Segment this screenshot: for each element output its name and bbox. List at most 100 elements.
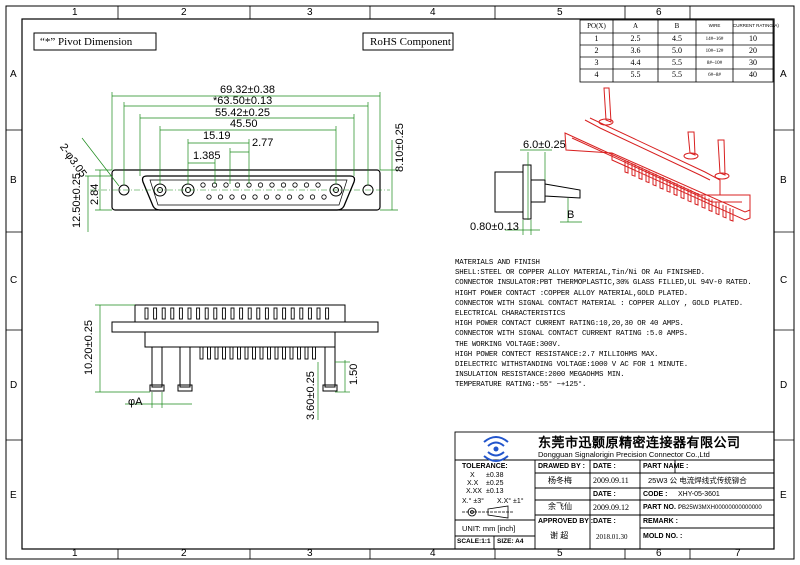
signal-pin-hole — [240, 194, 247, 200]
signal-pin — [312, 346, 316, 360]
date-label-1: DATE : — [593, 463, 616, 470]
signal-pin-hole — [292, 182, 298, 188]
col-label-2: 2 — [181, 7, 187, 18]
signal-pin-hole — [234, 182, 241, 188]
date-label-2: DATE : — [593, 491, 616, 498]
pivot-dimension-label: “*” Pivot Dimension — [40, 36, 133, 48]
row-label-e: E — [10, 490, 17, 501]
dim-shell-width: 55.42±0.25 — [215, 107, 270, 119]
note-line: TEMPERATURE RATING:-55° ~+125°. — [455, 381, 587, 390]
col-label-2-bottom: 2 — [181, 548, 187, 559]
iso-signal-pin — [659, 176, 664, 190]
table-cell: 4.4 — [630, 58, 641, 67]
iso-signal-pin — [624, 160, 629, 174]
signal-pin-hole — [309, 194, 316, 200]
bottom-slot — [170, 307, 175, 320]
signal-pin — [237, 346, 241, 360]
col-label-6: 6 — [656, 7, 662, 18]
company-name-en: Dongguan Signalorigin Precision Connecto… — [538, 450, 710, 459]
tol-angle1: X.° ±3° — [462, 498, 484, 505]
tol-xxx-val: ±0.13 — [486, 488, 504, 495]
dim-contact-span: 45.50 — [230, 118, 258, 130]
bottom-slot — [282, 307, 287, 320]
table-cell: 5.5 — [630, 70, 641, 79]
iso-signal-pin — [638, 166, 643, 181]
table-cell: 5.0 — [672, 46, 682, 55]
note-line: MATERIALS AND FINISH — [455, 259, 540, 267]
tol-x-val: ±0.38 — [486, 472, 504, 479]
dim-pin-gap: 1.50 — [348, 363, 360, 385]
bottom-slot — [230, 307, 235, 320]
table-header-a: A — [632, 22, 639, 30]
iso-signal-pin — [715, 201, 720, 216]
signal-pin-hole — [223, 182, 229, 188]
table-cell: 30 — [749, 58, 757, 67]
outer-border — [5, 5, 795, 560]
dim-side-thickness: 0.80±0.13 — [470, 221, 519, 233]
table-header-wire: WIRE — [708, 23, 721, 28]
front-view — [90, 169, 390, 211]
signal-pin-hole — [280, 182, 287, 188]
bottom-view — [95, 304, 379, 420]
size-label: SIZE: A4 — [497, 538, 524, 545]
table-cell: 5.5 — [672, 58, 682, 67]
scale-label: SCALE:1:1 — [457, 538, 491, 545]
bottom-slot — [153, 307, 158, 320]
rohs-box — [362, 32, 454, 51]
row-label-a-right: A — [780, 69, 787, 80]
unit-label: UNIT: mm [inch] — [462, 524, 516, 533]
signal-pin-hole — [275, 194, 281, 200]
signal-pin — [304, 346, 309, 360]
table-cell: 3.6 — [630, 46, 641, 55]
table-cell: 2 — [594, 46, 599, 55]
iso-signal-pin — [666, 179, 671, 193]
table-cell: 10#~12# — [705, 49, 724, 54]
signal-pin-hole — [315, 182, 321, 188]
table-cell: 20 — [749, 46, 757, 55]
dim-hole-offset: 2.84 — [89, 183, 101, 205]
bottom-slot — [213, 307, 218, 320]
signal-pin — [259, 346, 264, 360]
signal-pin-hole — [257, 182, 264, 188]
company-logo — [483, 436, 509, 462]
pivot-box — [33, 32, 157, 51]
col-label-4-bottom: 4 — [430, 548, 436, 559]
iso-signal-pin — [708, 198, 713, 213]
table-cell: 4.5 — [672, 34, 682, 43]
table-cell: 3 — [594, 58, 599, 67]
approved-by-label: APPROVED BY : — [538, 518, 594, 525]
signal-pin — [214, 346, 219, 360]
bottom-slot — [247, 307, 252, 320]
signal-pin-hole — [206, 194, 212, 200]
col-label-1: 1 — [72, 7, 78, 18]
table-cell: 5.5 — [672, 70, 682, 79]
note-line: HIGH POWER CONTACT CURRENT RATING:10,20,… — [455, 320, 684, 329]
row-label-d: D — [10, 380, 18, 391]
bottom-slot — [239, 307, 244, 320]
note-line: DIELECTRIC WITHSTANDING VOLTAGE:1000 V A… — [455, 361, 688, 370]
col-label-5: 5 — [557, 7, 563, 18]
table-cell: 14#~16# — [705, 37, 724, 42]
approved-by-name: 谢 超 — [550, 531, 569, 540]
remark-label: REMARK : — [643, 518, 678, 525]
table-cell: 40 — [749, 70, 757, 79]
bottom-slot — [196, 307, 201, 320]
date-2: 2009.09.12 — [593, 503, 629, 512]
iso-signal-pin — [722, 204, 727, 219]
title-block-grid — [454, 431, 775, 550]
row-label-b-right: B — [780, 175, 787, 186]
inner-border — [21, 18, 775, 550]
bottom-slot — [256, 307, 261, 320]
iso-signal-pin — [680, 185, 685, 200]
signal-pin — [297, 346, 301, 360]
signal-pin-hole — [200, 182, 206, 188]
mold-no-label: MOLD NO. : — [643, 533, 683, 540]
note-line: HIGH POWER CONTECT RESISTANCE:2.7 MILLIO… — [455, 350, 659, 359]
note-line: ELECTRICAL CHARACTERISTICS — [455, 310, 566, 319]
col-label-6-bottom: 6 — [656, 548, 662, 559]
signal-pin-hole — [286, 194, 293, 200]
size-table-grid — [579, 19, 774, 83]
iso-signal-pin — [687, 188, 692, 203]
iso-signal-pin — [652, 172, 657, 187]
